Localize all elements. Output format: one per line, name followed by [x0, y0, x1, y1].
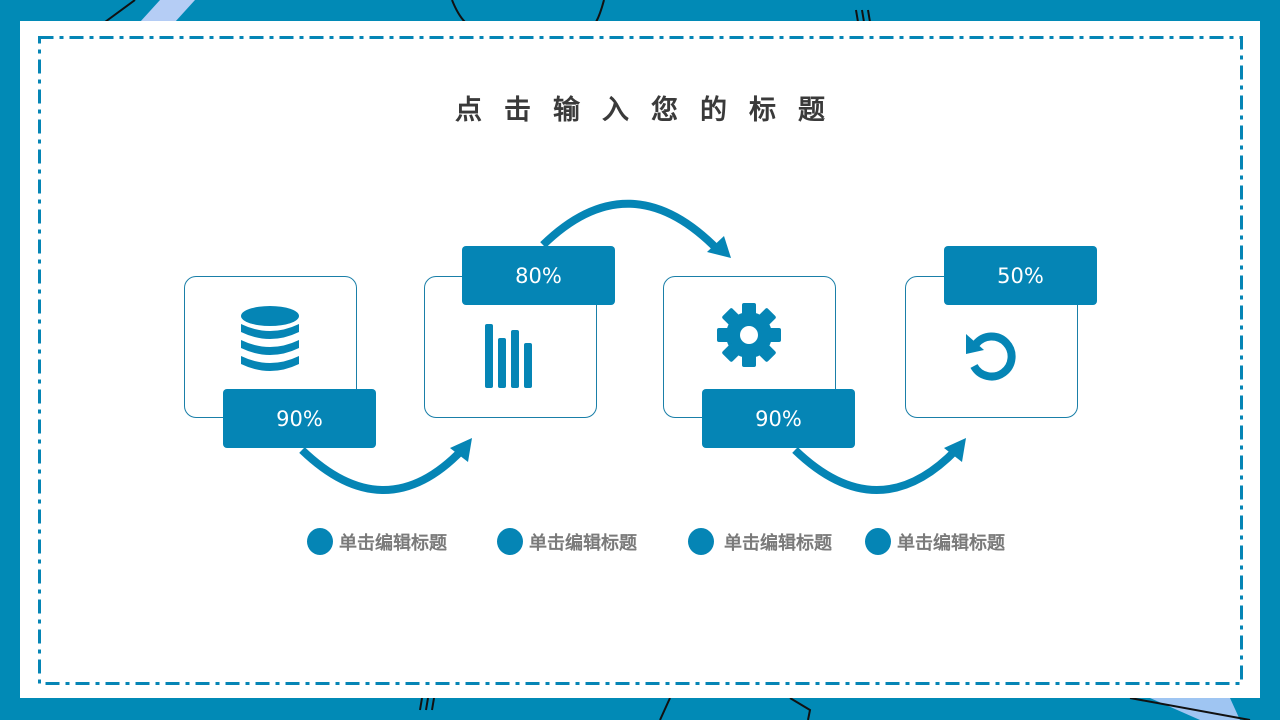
legend-item-2[interactable]: 单击编辑标题: [497, 528, 637, 555]
percent-badge-1: 90%: [223, 389, 376, 448]
bar-chart-icon: [485, 324, 532, 388]
legend-label: 单击编辑标题: [724, 532, 832, 554]
percent-badge-4: 50%: [944, 246, 1097, 305]
legend-item-1[interactable]: 单击编辑标题: [307, 528, 447, 555]
arrow-1: [299, 447, 465, 494]
legend-dot: [497, 528, 523, 555]
database-icon: [241, 306, 299, 371]
arrow-2: [540, 199, 721, 253]
percent-badge-3: 90%: [702, 389, 855, 448]
percent-badge-2: 80%: [462, 246, 615, 305]
refresh-icon: [966, 332, 1016, 381]
page-title[interactable]: 点击输入您的标题: [455, 95, 847, 126]
legend-item-4[interactable]: 单击编辑标题: [865, 528, 1005, 555]
legend-dot: [865, 528, 891, 555]
gear-icon: [717, 303, 781, 367]
arrow-3: [792, 447, 959, 494]
legend-label: 单击编辑标题: [529, 532, 637, 554]
legend-dot: [688, 528, 714, 555]
legend-item-3[interactable]: 单击编辑标题: [688, 528, 832, 555]
dashed-frame: [38, 36, 1243, 685]
legend-label: 单击编辑标题: [339, 532, 447, 554]
legend-dot: [307, 528, 333, 555]
legend-label: 单击编辑标题: [897, 532, 1005, 554]
